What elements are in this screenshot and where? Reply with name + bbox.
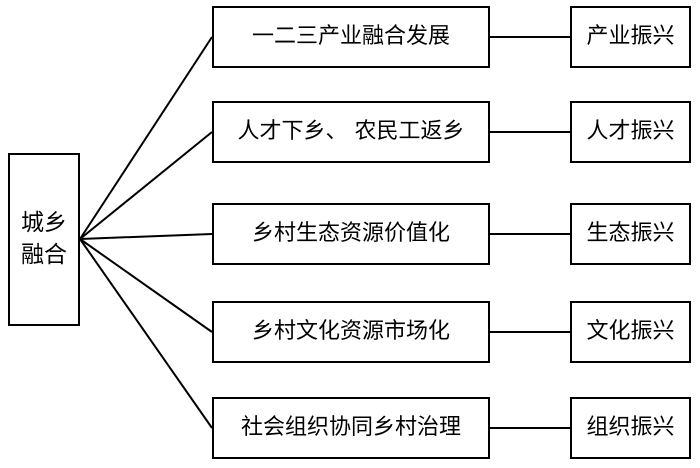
root-label-line-2: 融合 (21, 241, 67, 268)
measure-label: 乡村文化资源市场化 (251, 319, 450, 345)
fan-line-culture (79, 238, 213, 333)
measure-node-talent-return: 人才下乡、 农民工返乡 (212, 101, 490, 163)
measure-outcome-connectors (490, 36, 570, 429)
root-label-line-1: 城乡 (21, 210, 67, 237)
outcome-label: 组织振兴 (586, 415, 675, 441)
outcome-node-talent: 人才振兴 (570, 101, 691, 163)
outcome-node-industry: 产业振兴 (570, 6, 691, 68)
fan-line-organization (79, 238, 213, 429)
measure-label: 人才下乡、 农民工返乡 (237, 119, 465, 145)
outcome-node-ecology: 生态振兴 (570, 203, 691, 265)
measure-label: 社会组织协同乡村治理 (240, 415, 461, 441)
measure-node-social-governance: 社会组织协同乡村治理 (212, 397, 490, 459)
measure-label: 一二三产业融合发展 (251, 24, 450, 50)
fan-line-talent (79, 131, 213, 240)
fan-line-industry (79, 36, 213, 240)
outcome-node-organization: 组织振兴 (570, 397, 691, 459)
outcome-label: 产业振兴 (586, 24, 675, 50)
measure-node-ecology-valuation: 乡村生态资源价值化 (212, 203, 490, 265)
fan-connectors (79, 36, 213, 429)
root-node-urban-rural-integration: 城乡 融合 (8, 153, 80, 326)
outcome-label: 生态振兴 (586, 221, 675, 247)
outcome-node-culture: 文化振兴 (570, 301, 691, 363)
outcome-label: 文化振兴 (586, 319, 675, 345)
fan-line-ecology (79, 233, 213, 240)
measure-node-industry-integration: 一二三产业融合发展 (212, 6, 490, 68)
outcome-label: 人才振兴 (586, 119, 675, 145)
measure-node-culture-marketization: 乡村文化资源市场化 (212, 301, 490, 363)
measure-label: 乡村生态资源价值化 (251, 221, 450, 247)
